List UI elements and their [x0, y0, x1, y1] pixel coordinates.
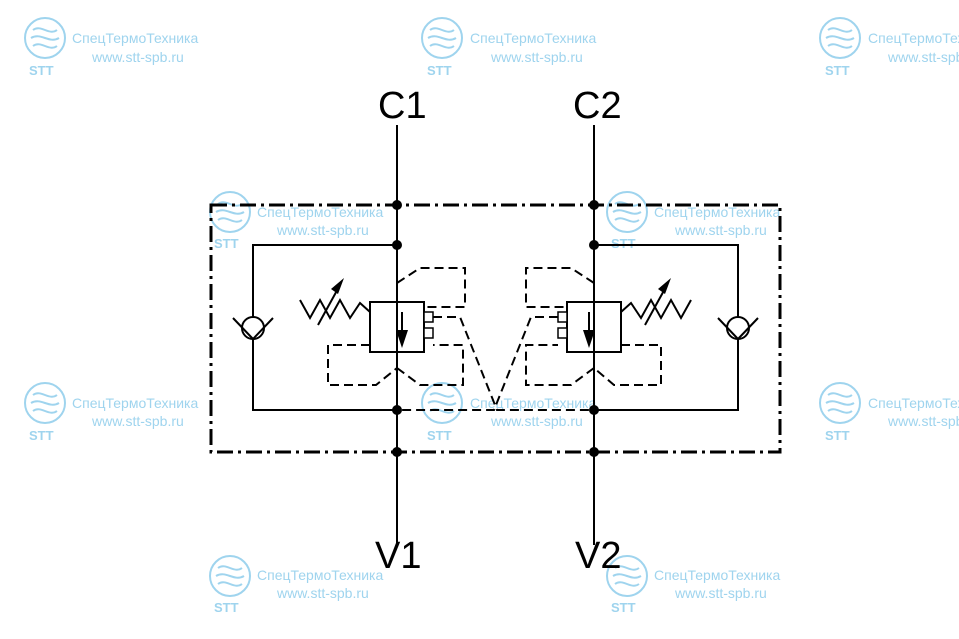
watermark-url: www.stt-spb.ru	[674, 585, 767, 601]
pilot-crossover	[397, 316, 594, 411]
watermark-brand: STT	[214, 600, 239, 615]
watermark-company: СпецТермоТехника	[654, 204, 780, 220]
junction-dots	[392, 200, 599, 457]
watermark-upper-left: STT СпецТермоТехника www.stt-spb.ru	[209, 191, 383, 251]
watermark-company: СпецТермоТехника	[868, 395, 959, 411]
watermark-brand: STT	[611, 236, 636, 251]
watermark-top-right: STT СпецТермоТехника www.stt-spb.ru	[819, 17, 959, 78]
watermark-brand: STT	[214, 236, 239, 251]
watermark-url: www.stt-spb.ru	[276, 222, 369, 238]
valve-enclosure	[209, 203, 782, 454]
watermark-brand: STT	[611, 600, 636, 615]
watermark-company: СпецТермоТехника	[470, 30, 596, 46]
watermark-brand: STT	[825, 63, 850, 78]
watermark-url: www.stt-spb.ru	[276, 585, 369, 601]
relief-valve-right	[557, 301, 622, 353]
watermark-url: www.stt-spb.ru	[91, 413, 184, 429]
check-valve-right	[717, 316, 759, 341]
spring-adjustable-left	[299, 278, 371, 326]
watermark-url: www.stt-spb.ru	[91, 49, 184, 65]
port-label-c2: C2	[573, 85, 622, 127]
pilot-lines-right	[525, 267, 662, 386]
watermark-top-left: STT СпецТермоТехника www.stt-spb.ru	[24, 17, 198, 78]
watermark-middle-center: STT СпецТермоТехника www.stt-spb.ru	[421, 382, 596, 443]
watermark-company: СпецТермоТехника	[654, 567, 780, 583]
port-label-v2: V2	[575, 535, 621, 577]
watermark-url: www.stt-spb.ru	[674, 222, 767, 238]
watermark-bottom-right: STT СпецТермоТехника www.stt-spb.ru	[606, 555, 780, 615]
watermark-brand: STT	[825, 428, 850, 443]
watermark-brand: STT	[29, 63, 54, 78]
watermark-middle-left: STT СпецТермоТехника www.stt-spb.ru	[24, 382, 198, 443]
watermark-company: СпецТермоТехника	[72, 395, 198, 411]
spring-adjustable-right	[620, 278, 692, 326]
watermark-brand: STT	[427, 63, 452, 78]
watermark-brand: STT	[29, 428, 54, 443]
watermark-middle-right: STT СпецТермоТехника www.stt-spb.ru	[819, 382, 959, 443]
watermark-upper-right: STT СпецТермоТехника www.stt-spb.ru	[606, 191, 780, 251]
watermark-brand: STT	[427, 428, 452, 443]
watermark-bottom-left: STT СпецТермоТехника www.stt-spb.ru	[209, 555, 383, 615]
watermark-company: СпецТермоТехника	[257, 567, 383, 583]
pilot-lines-left	[327, 267, 466, 386]
check-valve-left	[232, 316, 274, 341]
watermark-url: www.stt-spb.ru	[887, 413, 959, 429]
watermark-url: www.stt-spb.ru	[887, 49, 959, 65]
relief-valve-left	[369, 301, 434, 353]
watermark-company: СпецТермоТехника	[470, 395, 596, 411]
watermark-url: www.stt-spb.ru	[490, 49, 583, 65]
watermark-top-center: STT СпецТермоТехника www.stt-spb.ru	[421, 17, 596, 78]
watermark-company: СпецТермоТехника	[868, 30, 959, 46]
watermark-company: СпецТермоТехника	[72, 30, 198, 46]
port-label-v1: V1	[375, 535, 421, 577]
watermark-url: www.stt-spb.ru	[490, 413, 583, 429]
port-label-c1: C1	[378, 85, 427, 127]
watermark-company: СпецТермоТехника	[257, 204, 383, 220]
